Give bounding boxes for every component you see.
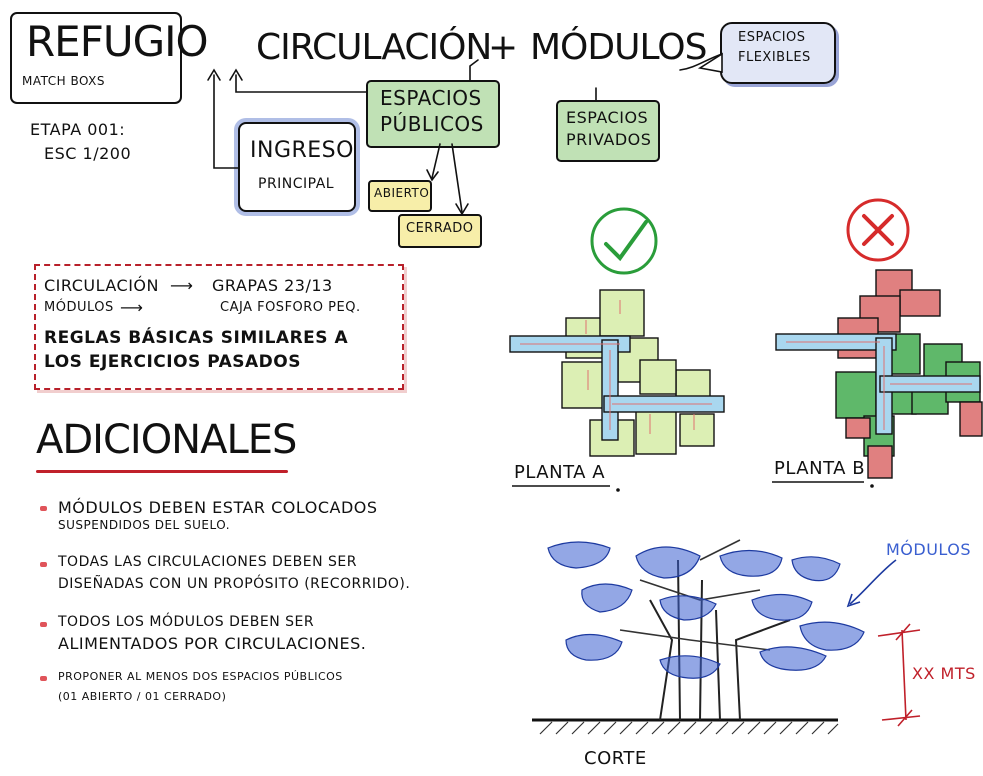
main-entrance-line2: PRINCIPAL: [258, 176, 335, 192]
rules-line4: LOS EJERCICIOS PASADOS: [44, 352, 301, 372]
rules-line1-left: CIRCULACIÓN: [44, 276, 159, 295]
rule-3-line1: TODOS LOS MÓDULOS DEBEN SER: [58, 614, 315, 630]
rules-line2-left: MÓDULOS: [44, 300, 114, 315]
title-box: [10, 12, 182, 104]
adicionales-heading: ADICIONALES: [36, 417, 297, 463]
plan-b-sketch: [775, 269, 983, 479]
rule-1-line2: SUSPENDIDOS DEL SUELO.: [58, 518, 231, 532]
public-spaces-line2: PÚBLICOS: [380, 112, 484, 136]
private-spaces-box: [556, 100, 660, 162]
rule-2-line2: DISEÑADAS CON UN PROPÓSITO (RECORRIDO).: [58, 576, 411, 592]
section-corte-label: CORTE: [584, 748, 647, 769]
plan-a-label: PLANTA A: [514, 462, 606, 483]
rules-box: [34, 264, 404, 390]
section-height-label: XX MTS: [912, 664, 976, 683]
adicionales-underline: [36, 470, 288, 473]
public-spaces-line1: ESPACIOS: [380, 86, 482, 110]
check-icon: [590, 207, 658, 275]
stage-label: ETAPA 001:: [30, 120, 126, 139]
closed-box: [398, 214, 482, 248]
rules-line1-right: GRAPAS 23/13: [212, 276, 333, 295]
circulacion-heading: CIRCULACIÓN: [256, 27, 492, 68]
main-entrance-line1: INGRESO: [250, 138, 354, 163]
section-modules-label: MÓDULOS: [886, 540, 972, 559]
open-box: [368, 180, 432, 212]
flexible-spaces-line2: FLEXIBLES: [738, 50, 811, 65]
flexible-spaces-bubble: [720, 22, 836, 84]
rule-2-line1: TODAS LAS CIRCULACIONES DEBEN SER: [58, 554, 358, 570]
private-spaces-line2: PRIVADOS: [566, 130, 652, 149]
closed-label: CERRADO: [406, 221, 474, 236]
flexible-spaces-line1: ESPACIOS: [738, 30, 806, 45]
open-label: ABIERTO: [374, 186, 430, 200]
section-sketch: [532, 539, 921, 735]
plan-b-label: PLANTA B: [774, 458, 866, 479]
main-entrance-box: [238, 122, 356, 212]
scale-label: ESC 1/200: [44, 144, 132, 163]
public-spaces-box: [366, 80, 500, 148]
plan-a-sketch: [509, 289, 725, 457]
rule-1-line1: MÓDULOS DEBEN ESTAR COLOCADOS: [58, 498, 378, 517]
rules-line1-arrow: ⟶: [170, 276, 194, 295]
page-subtitle: MATCH BOXS: [22, 74, 106, 88]
close-icon: [846, 198, 910, 262]
rule-4-line1: PROPONER AL MENOS DOS ESPACIOS PÚBLICOS: [58, 670, 343, 683]
rule-4-line2: (01 ABIERTO / 01 CERRADO): [58, 690, 227, 703]
rules-line2-right: CAJA FOSFORO PEQ.: [220, 300, 361, 315]
plus-sign: +: [488, 27, 519, 68]
bullet-3: [40, 622, 47, 627]
rules-line3: REGLAS BÁSICAS SIMILARES A: [44, 328, 349, 348]
rule-3-line2: ALIMENTADOS POR CIRCULACIONES.: [58, 634, 367, 653]
bullet-1: [40, 506, 47, 511]
private-spaces-line1: ESPACIOS: [566, 108, 649, 127]
page-title: REFUGIO: [26, 17, 209, 66]
rules-line2-arrow: ⟶: [120, 298, 144, 317]
bullet-4: [40, 676, 47, 681]
modulos-heading: MÓDULOS: [530, 27, 707, 68]
bullet-2: [40, 562, 47, 567]
